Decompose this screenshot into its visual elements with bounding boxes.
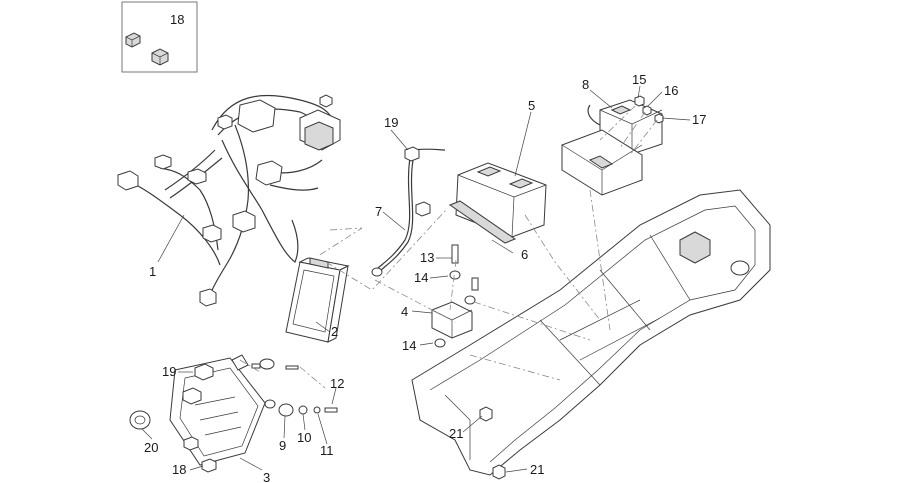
- battery-pad: [448, 200, 517, 244]
- callout-18: 18: [170, 12, 184, 27]
- leader-lines: [141, 85, 691, 473]
- callout-20: 20: [144, 440, 158, 455]
- inset-box: [121, 1, 198, 73]
- callout-3: 3: [263, 470, 270, 483]
- callout-16: 16: [664, 83, 678, 98]
- callout-18: 18: [172, 462, 186, 477]
- wiring-harness: [117, 94, 341, 307]
- callout-10: 10: [297, 430, 311, 445]
- fuse-holder: [561, 129, 643, 196]
- fastener-set: [251, 358, 338, 417]
- rear-subframe: [411, 189, 771, 480]
- callout-2: 2: [331, 324, 338, 339]
- callout-14: 14: [414, 270, 428, 285]
- clip-part: [125, 32, 141, 48]
- grommet-part: [129, 410, 151, 430]
- callout-11: 11: [320, 443, 334, 458]
- callout-12: 12: [330, 376, 344, 391]
- callout-21: 21: [530, 462, 544, 477]
- callout-9: 9: [279, 438, 286, 453]
- support-bracket: [169, 354, 266, 466]
- callout-17: 17: [692, 112, 706, 127]
- callout-5: 5: [528, 98, 535, 113]
- callout-8: 8: [582, 77, 589, 92]
- callout-6: 6: [521, 247, 528, 262]
- callout-14: 14: [402, 338, 416, 353]
- callout-7: 7: [375, 204, 382, 219]
- callout-15: 15: [632, 72, 646, 87]
- assembly-lines: [239, 105, 658, 389]
- callout-13: 13: [420, 250, 434, 265]
- callout-19: 19: [384, 115, 398, 130]
- battery-part: [455, 162, 547, 238]
- callout-21: 21: [449, 426, 463, 441]
- clip-part: [151, 48, 169, 66]
- clip-part: [182, 363, 217, 473]
- callout-1: 1: [149, 264, 156, 279]
- fuse-set: [634, 95, 664, 124]
- ecu-module: [285, 257, 350, 343]
- battery-cable: [371, 146, 446, 277]
- callout-labels: 18 1 2 3 4 5 6 7 8 9 10 11 12 13 14 14 1…: [144, 12, 706, 483]
- callout-4: 4: [401, 304, 408, 319]
- relay-module: [431, 244, 479, 357]
- callout-19: 19: [162, 364, 176, 379]
